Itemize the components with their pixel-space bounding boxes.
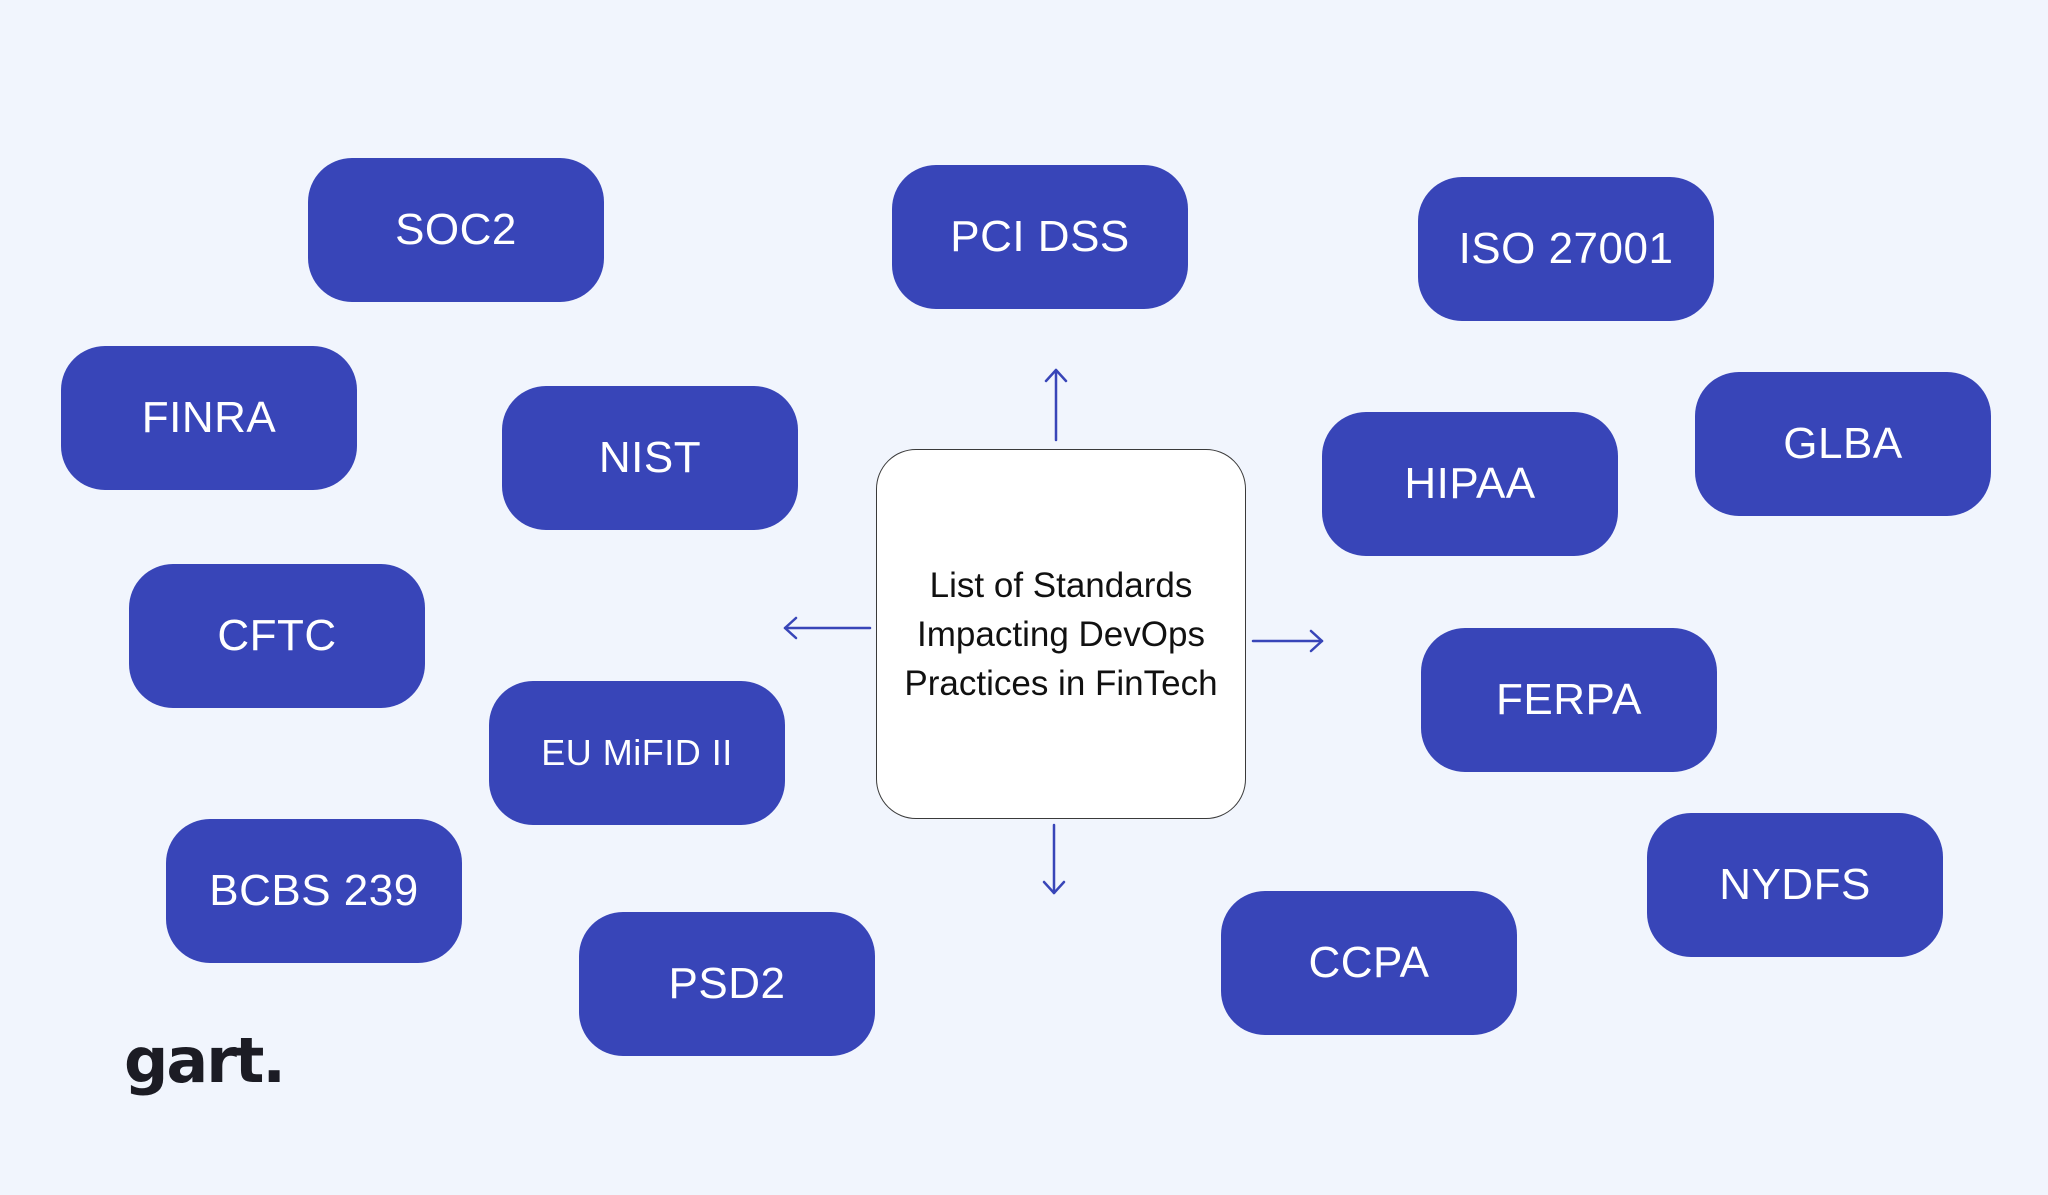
- standard-ferpa: FERPA: [1421, 628, 1717, 772]
- standard-label: HIPAA: [1404, 459, 1536, 508]
- center-title: List of Standards Impacting DevOps Pract…: [904, 565, 1218, 703]
- standard-label: CFTC: [217, 611, 337, 660]
- standard-label: EU MiFID II: [541, 732, 733, 773]
- standard-label: FINRA: [141, 393, 277, 442]
- standard-label: PSD2: [668, 959, 786, 1008]
- standard-label: ISO 27001: [1458, 224, 1674, 273]
- center-node: List of Standards Impacting DevOps Pract…: [876, 449, 1246, 819]
- standard-finra: FINRA: [61, 346, 357, 490]
- standard-nydfs: NYDFS: [1647, 813, 1943, 957]
- standard-label: PCI DSS: [950, 212, 1130, 261]
- standard-label: GLBA: [1783, 419, 1903, 468]
- arrow-up: [1044, 368, 1068, 442]
- standard-nist: NIST: [502, 386, 798, 530]
- standard-cftc: CFTC: [129, 564, 425, 708]
- standard-hipaa: HIPAA: [1322, 412, 1618, 556]
- standard-ccpa: CCPA: [1221, 891, 1517, 1035]
- arrow-left: [783, 616, 872, 640]
- gart-logo: gart.: [124, 1024, 286, 1097]
- standard-bcbs-239: BCBS 239: [166, 819, 462, 963]
- standard-soc2: SOC2: [308, 158, 604, 302]
- arrow-down: [1042, 823, 1066, 895]
- standard-label: CCPA: [1308, 938, 1430, 987]
- standard-psd2: PSD2: [579, 912, 875, 1056]
- standard-glba: GLBA: [1695, 372, 1991, 516]
- standard-label: BCBS 239: [209, 866, 419, 915]
- arrow-right: [1251, 629, 1324, 653]
- standard-pci-dss: PCI DSS: [892, 165, 1188, 309]
- standard-label: FERPA: [1496, 675, 1642, 724]
- standard-eu-mifid-ii: EU MiFID II: [489, 681, 785, 825]
- standard-label: SOC2: [395, 205, 517, 254]
- standard-label: NIST: [598, 433, 702, 482]
- standard-label: NYDFS: [1719, 860, 1871, 909]
- logo-text: gart.: [124, 1024, 286, 1097]
- standard-iso-27001: ISO 27001: [1418, 177, 1714, 321]
